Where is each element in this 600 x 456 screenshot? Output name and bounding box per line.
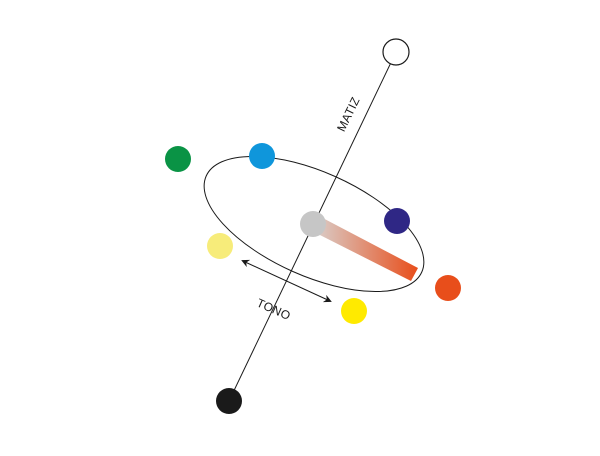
axis-label: MATIZ (334, 95, 363, 134)
orange-dot (435, 275, 461, 301)
black-dot (216, 388, 242, 414)
white-dot (382, 38, 410, 66)
blue-dot (249, 143, 275, 169)
navy-dot (384, 208, 410, 234)
saturation-bar (310, 215, 418, 281)
gray-center-dot (300, 211, 326, 237)
hue-ring-label: TONO (254, 296, 292, 323)
double-headed-arrow-icon (241, 259, 332, 303)
yellow-dot (341, 298, 367, 324)
pale-yellow-dot (207, 233, 233, 259)
green-dot (165, 146, 191, 172)
